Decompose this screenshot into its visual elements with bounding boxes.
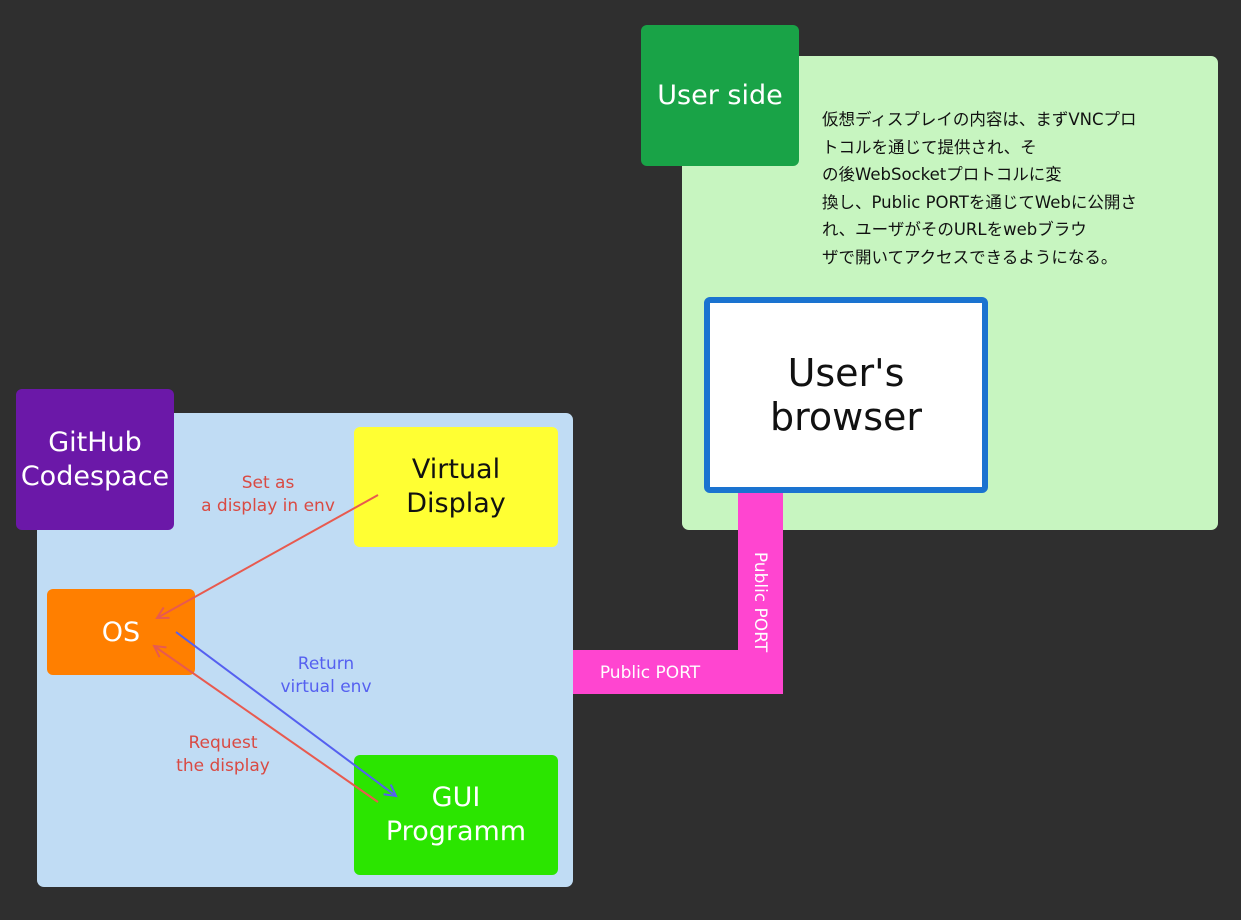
- return-env-label: Return virtual env: [280, 654, 372, 697]
- description-line: 換し、Public PORTを通じてWebに公開さ: [822, 192, 1137, 212]
- browser-label-line1: User's: [787, 351, 905, 395]
- description-line: ザで開いてアクセスできるようになる。: [822, 247, 1118, 267]
- os-label: OS: [101, 616, 141, 648]
- os-node: OS: [47, 589, 195, 675]
- browser-label-line2: browser: [769, 395, 923, 439]
- codespace-tag: GitHub Codespace: [16, 389, 174, 530]
- description-line: トコルを通じて提供され、そ: [822, 137, 1037, 157]
- description-line: 仮想ディスプレイの内容は、まずVNCプロ: [822, 110, 1137, 129]
- public-port-vertical-label: Public PORT: [750, 551, 770, 653]
- gui-program-node: GUI Programm: [354, 755, 558, 875]
- gui-line2: Programm: [385, 816, 527, 847]
- user-side-tag: User side: [641, 25, 799, 166]
- gui-line1: GUI: [431, 782, 481, 813]
- users-browser-node: User's browser: [704, 297, 988, 493]
- user-side-title: User side: [657, 80, 783, 111]
- codespace-title-line1: GitHub: [48, 426, 142, 458]
- description-line: の後WebSocketプロトコルに変: [822, 165, 1062, 184]
- public-port-horizontal-label: Public PORT: [599, 663, 701, 683]
- user-side-description: 仮想ディスプレイの内容は、まずVNCプロ トコルを通じて提供され、そ の後Web…: [822, 106, 1202, 271]
- request-display-label: Request the display: [176, 733, 270, 776]
- virtual-display-line2: Display: [406, 488, 506, 519]
- codespace-title-line2: Codespace: [20, 460, 170, 492]
- set-display-label: Set as a display in env: [201, 473, 335, 516]
- virtual-display-line1: Virtual: [411, 454, 501, 485]
- description-line: れ、ユーザがそのURLをwebブラウ: [822, 220, 1087, 239]
- virtual-display-node: Virtual Display: [354, 427, 558, 547]
